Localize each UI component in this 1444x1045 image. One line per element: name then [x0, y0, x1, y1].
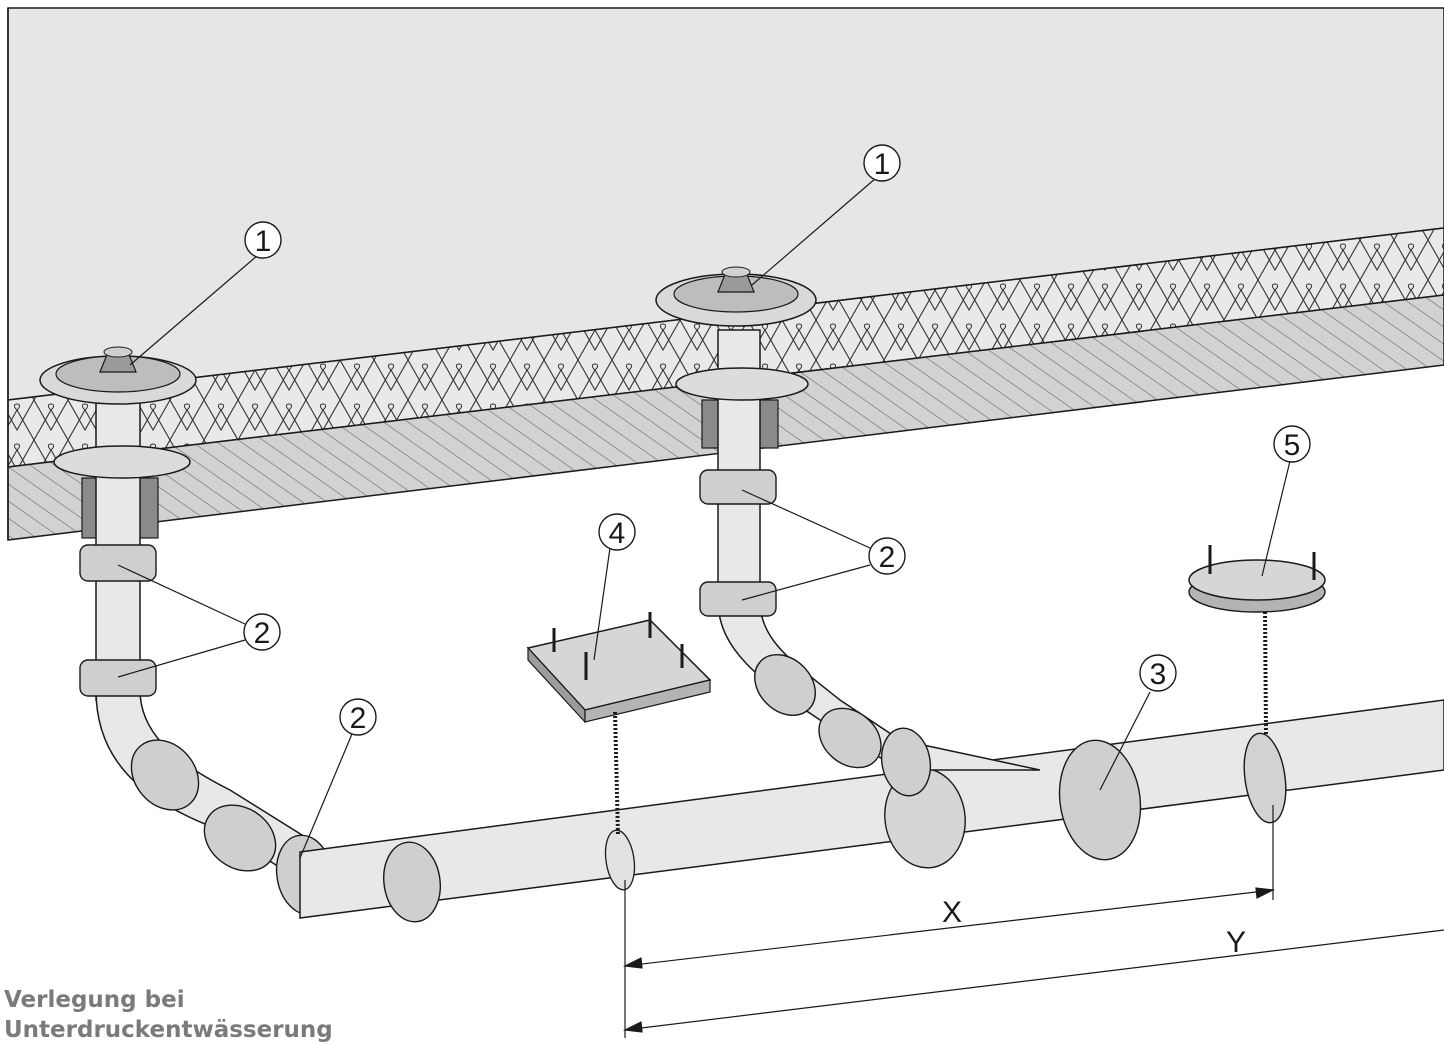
callout-1-right: 1: [863, 144, 901, 182]
callout-4: 4: [598, 513, 636, 551]
callout-3: 3: [1139, 654, 1177, 692]
caption-line-1: Verlegung bei: [4, 987, 185, 1013]
dimension-lines: [622, 805, 1444, 1038]
svg-text:5: 5: [1284, 429, 1301, 462]
right-bend-coupling-a: [754, 654, 816, 716]
left-bend-coupling-a: [130, 739, 200, 811]
right-bend-coupling-b: [818, 707, 882, 769]
roof-outlet-right: [655, 266, 817, 601]
threaded-rod-left: [613, 711, 620, 836]
pipe-right-drop: [699, 469, 1041, 797]
svg-text:1: 1: [874, 148, 891, 181]
callout-2-bend: 2: [339, 698, 377, 736]
svg-text:2: 2: [879, 541, 896, 574]
right-coupling-lower: [699, 581, 777, 617]
svg-text:4: 4: [609, 517, 626, 550]
mounting-plate: [526, 612, 712, 836]
svg-text:3: 3: [1150, 658, 1167, 691]
callout-2-left: 2: [243, 613, 281, 651]
caption-line-2: Unterdruckentwässerung: [4, 1017, 333, 1043]
dimension-y-label: Y: [1226, 926, 1246, 959]
dimension-x-line: [624, 889, 1274, 967]
left-bend-pipe: [95, 689, 311, 882]
leader-lines: [117, 177, 1291, 859]
threaded-rod-right: [1263, 611, 1268, 736]
left-coupling-lower: [79, 659, 157, 697]
dimension-y-line: [624, 929, 1444, 1031]
callout-2-right: 2: [868, 537, 906, 575]
callout-5: 5: [1273, 425, 1311, 463]
branch-fitting: [1058, 739, 1142, 861]
pipe-left-drop: [79, 544, 335, 916]
svg-text:1: 1: [255, 225, 272, 258]
svg-text:2: 2: [350, 702, 367, 735]
left-bend-coupling-b: [203, 804, 277, 872]
callout-1-left: 1: [244, 221, 282, 259]
dimension-x-label: X: [942, 896, 962, 929]
right-bend-coupling-c: [880, 727, 932, 797]
pipe-clamp-guide: [604, 829, 636, 891]
svg-text:2: 2: [254, 617, 271, 650]
left-coupling-upper: [79, 544, 157, 582]
collector-pipe: [299, 699, 1444, 923]
fixed-point-clamp: [1243, 732, 1287, 824]
right-coupling-upper: [699, 469, 777, 505]
ceiling-plate: [1188, 545, 1326, 736]
collector-coupling-left: [383, 841, 441, 923]
